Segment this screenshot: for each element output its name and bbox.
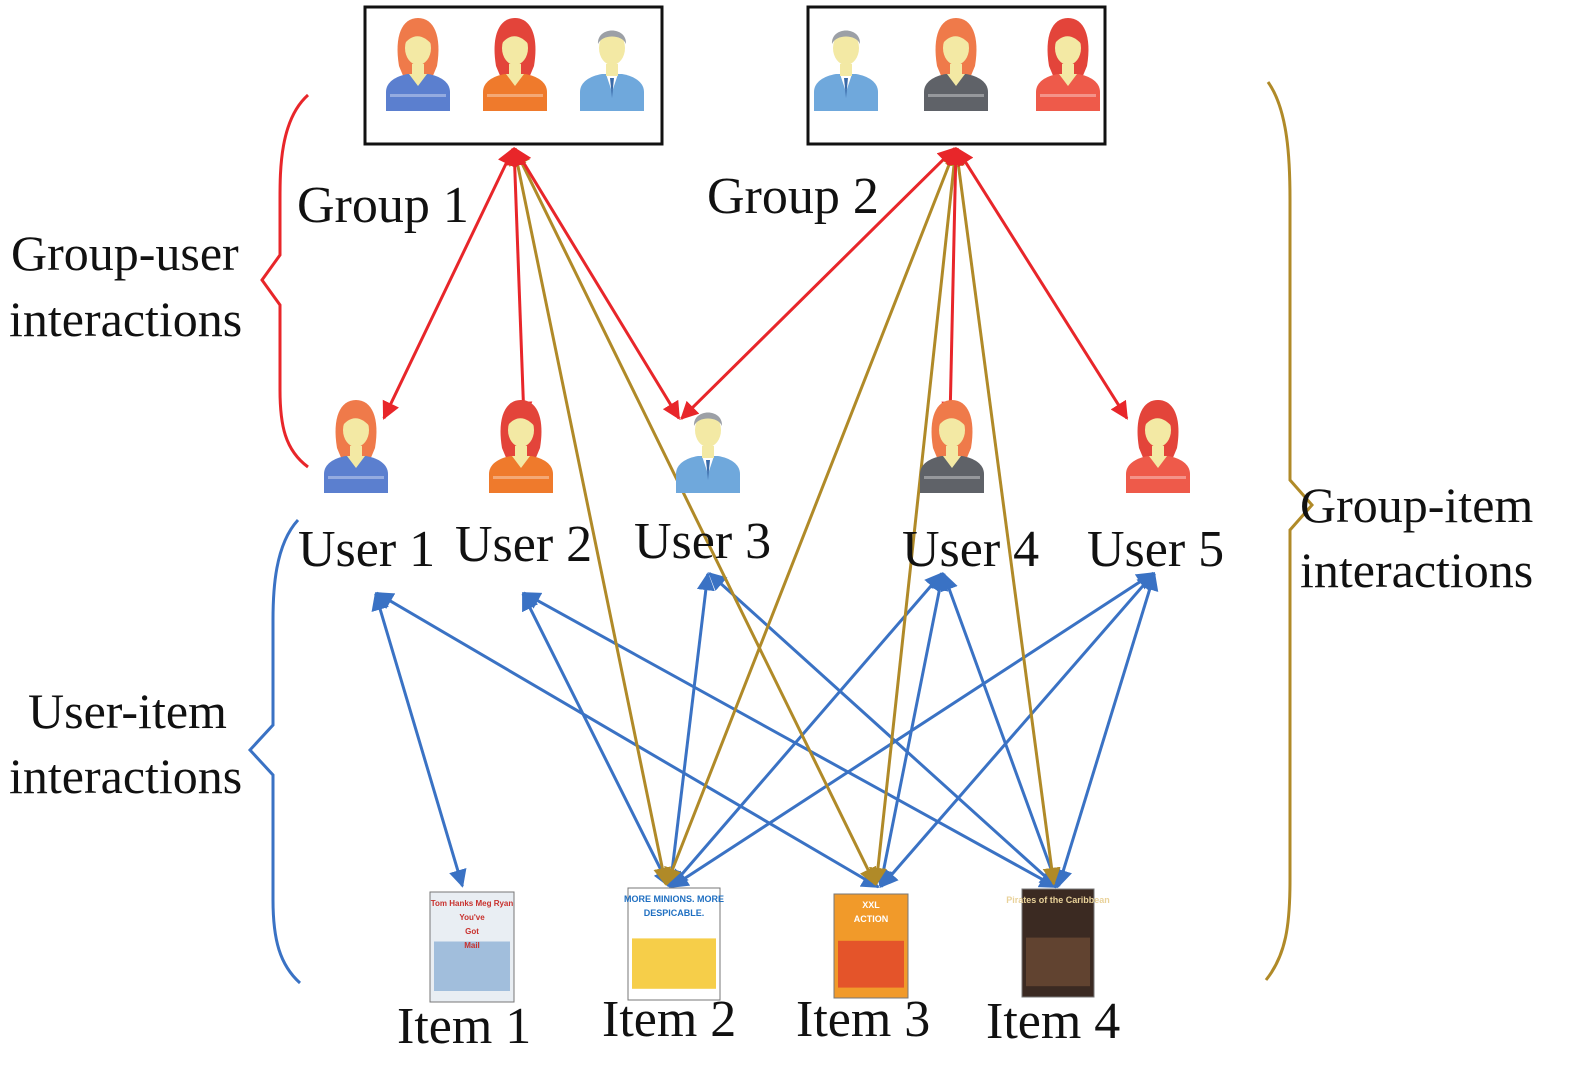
item-3-label: Item 3 bbox=[796, 991, 930, 1048]
user-avatars bbox=[324, 400, 1190, 493]
group-item-bracket-label-line1: Group-item bbox=[1300, 477, 1533, 533]
user-4-item-2-edge bbox=[670, 572, 943, 888]
user-item-bracket-label-line1: User-item bbox=[28, 683, 227, 739]
user-2-item-4-edge bbox=[522, 591, 1058, 889]
user-item-bracket-label-line2: interactions bbox=[9, 748, 242, 804]
group-2-user-4-edge bbox=[941, 147, 965, 420]
user-3-avatar-icon bbox=[676, 412, 740, 493]
user-1-item-1-edge bbox=[371, 592, 467, 888]
group-avatars bbox=[386, 18, 1100, 111]
item-1-label: Item 1 bbox=[397, 998, 531, 1055]
group-1-user-1-edge bbox=[382, 147, 515, 420]
group-2-item-4-edge bbox=[949, 147, 1061, 886]
item-1-poster-text: Got bbox=[465, 927, 479, 936]
user-5-avatar-icon bbox=[1126, 400, 1190, 493]
user-2-avatar-icon bbox=[489, 400, 553, 493]
group-1-member-3-avatar-icon bbox=[580, 30, 644, 111]
group-2-member-2-avatar-icon bbox=[924, 18, 988, 111]
group-item-bracket bbox=[1264, 81, 1314, 981]
item-3-poster-text: ACTION bbox=[854, 914, 889, 924]
item-1-poster-text: Tom Hanks Meg Ryan bbox=[431, 899, 514, 908]
user-4-label: User 4 bbox=[902, 521, 1039, 578]
item-2-label: Item 2 bbox=[602, 991, 736, 1048]
user-3-item-4-edge bbox=[708, 572, 1058, 888]
user-1-avatar-icon bbox=[324, 400, 388, 493]
item-2-poster-text: MORE MINIONS. MORE bbox=[624, 894, 724, 904]
group-2-user-5-edge bbox=[955, 147, 1129, 420]
user-2-item-2-edge bbox=[521, 592, 671, 888]
user-item-bracket bbox=[247, 518, 302, 985]
item-1-poster-text: Mail bbox=[464, 941, 480, 950]
item-4-poster: Pirates of the Caribbean bbox=[1006, 888, 1110, 998]
item-2-poster-text: DESPICABLE. bbox=[644, 908, 705, 918]
item-4-label: Item 4 bbox=[986, 993, 1120, 1050]
group-1-member-1-avatar-icon bbox=[386, 18, 450, 111]
edges-layer bbox=[371, 147, 1159, 889]
group-2-label: Group 2 bbox=[707, 168, 879, 225]
group-1-member-2-avatar-icon bbox=[483, 18, 547, 111]
item-3-poster-text: XXL bbox=[862, 900, 880, 910]
user-4-avatar-icon bbox=[920, 400, 984, 493]
group-2-user-3-edge bbox=[680, 147, 956, 420]
user-5-item-2-edge bbox=[670, 571, 1155, 889]
group-2-member-1-avatar-icon bbox=[814, 30, 878, 111]
group-2-member-3-avatar-icon bbox=[1036, 18, 1100, 111]
group-2-item-3-edge bbox=[869, 147, 963, 886]
user-1-label: User 1 bbox=[298, 521, 435, 578]
group-item-bracket-label-line2: interactions bbox=[1300, 542, 1533, 598]
item-3-poster: XXL ACTION bbox=[833, 893, 909, 999]
user-5-item-4-edge bbox=[1054, 572, 1159, 888]
group-1-user-3-edge bbox=[513, 147, 681, 420]
user-3-label: User 3 bbox=[634, 513, 771, 570]
item-1-poster-text: You've bbox=[459, 913, 485, 922]
group-1-label: Group 1 bbox=[297, 177, 469, 234]
user-5-label: User 5 bbox=[1087, 521, 1224, 578]
user-2-label: User 2 bbox=[455, 516, 592, 573]
group-user-bracket-label-line2: interactions bbox=[9, 291, 242, 347]
item-4-poster-text: Pirates of the Caribbean bbox=[1006, 895, 1110, 905]
group-user-bracket bbox=[260, 93, 310, 469]
user-4-item-4-edge bbox=[940, 572, 1061, 888]
group-user-bracket-label-line1: Group-user bbox=[11, 225, 239, 281]
item-2-poster: MORE MINIONS. MORE DESPICABLE. bbox=[624, 887, 724, 1001]
user-3-item-2-edge bbox=[663, 572, 715, 888]
